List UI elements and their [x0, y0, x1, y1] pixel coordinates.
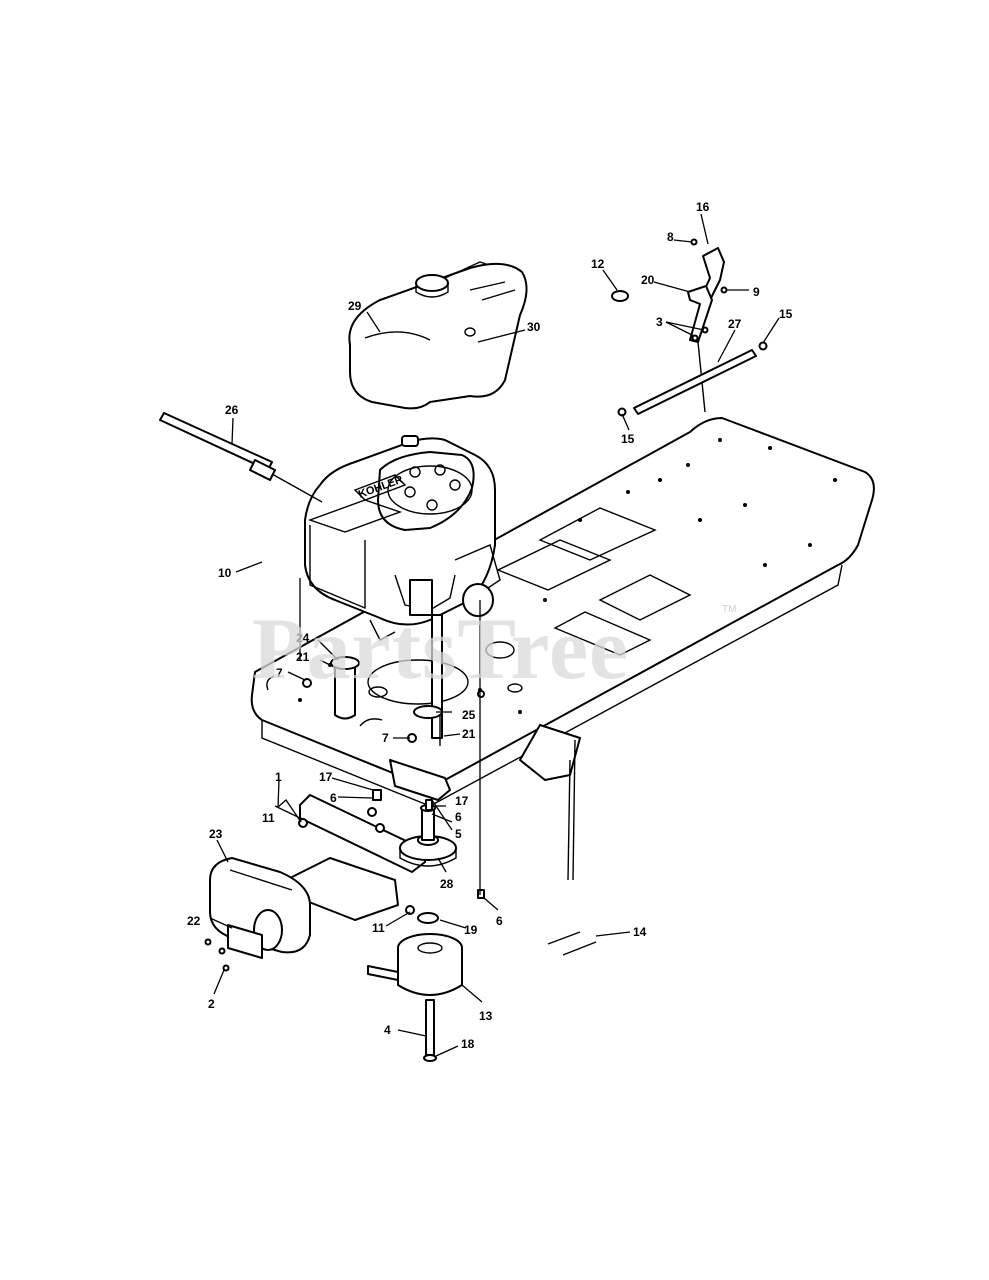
frame-plate: [250, 417, 875, 881]
callout-16: 16: [696, 200, 710, 214]
callout-29: 29: [348, 299, 362, 313]
leader-lines: [209, 213, 780, 1057]
callout-6-left: 6: [330, 791, 337, 805]
callout-7-lower: 7: [382, 731, 389, 745]
callout-24: 24: [296, 631, 310, 645]
callout-17-left: 17: [319, 770, 333, 784]
callout-15-upper: 15: [779, 307, 793, 321]
callout-27: 27: [728, 317, 742, 331]
callout-8: 8: [667, 230, 674, 244]
callout-11-left: 11: [262, 811, 275, 825]
fuel-tank: [348, 261, 528, 410]
callout-30: 30: [527, 320, 541, 334]
callout-labels: 16 8 12 20 9 3 27 15 15 29 30 26 10 24 2…: [187, 200, 793, 1051]
callout-10: 10: [218, 566, 232, 580]
callout-20: 20: [641, 273, 655, 287]
callout-21-lower: 21: [462, 727, 476, 741]
callout-12: 12: [591, 257, 605, 271]
callout-22: 22: [187, 914, 201, 928]
callout-4: 4: [384, 1023, 391, 1037]
callout-14: 14: [633, 925, 647, 939]
dipstick-tube: [159, 412, 323, 503]
callout-5: 5: [455, 827, 462, 841]
callout-1: 1: [275, 770, 282, 784]
callout-7-upper: 7: [276, 666, 283, 680]
belt-segment: [547, 931, 597, 956]
watermark-trademark: TM: [722, 604, 736, 615]
callout-15-lower: 15: [621, 432, 635, 446]
callout-9: 9: [753, 285, 760, 299]
callout-11-lower: 11: [372, 921, 385, 935]
callout-6-right: 6: [496, 914, 503, 928]
watermark-text: PartsTree: [252, 601, 629, 698]
callout-23: 23: [209, 827, 223, 841]
callout-18: 18: [461, 1037, 475, 1051]
callout-6-mid: 6: [455, 810, 462, 824]
belt-guard: [204, 857, 399, 972]
callout-17-right: 17: [455, 794, 469, 808]
callout-13: 13: [479, 1009, 493, 1023]
clutch-bracket: [298, 759, 451, 915]
callout-28: 28: [440, 877, 454, 891]
callout-2: 2: [208, 997, 215, 1011]
callout-21-upper: 21: [296, 650, 310, 664]
watermark: PartsTree TM: [252, 601, 736, 698]
engine: KOHLER: [304, 435, 501, 739]
callout-26: 26: [225, 403, 239, 417]
callout-19: 19: [464, 923, 478, 937]
callout-3: 3: [656, 315, 663, 329]
callout-25: 25: [462, 708, 476, 722]
pto-clutch: [367, 912, 463, 1062]
